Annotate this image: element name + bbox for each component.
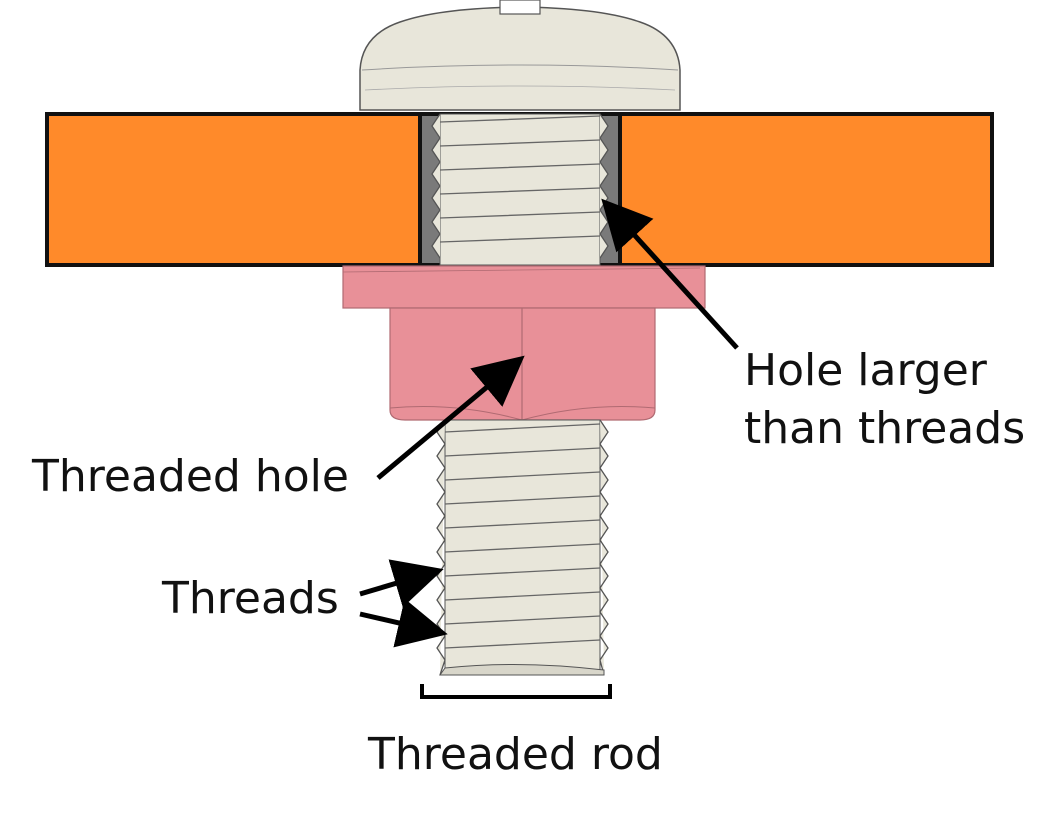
label-hole-larger: Hole larger than threads: [744, 342, 1025, 458]
screw-shaft-upper: [431, 113, 609, 266]
arrow-threaded-hole: [376, 355, 525, 480]
arrow-threads-lower: [359, 598, 448, 648]
label-threads: Threads: [162, 573, 339, 624]
threaded-rod-bracket: [420, 684, 612, 699]
label-threaded-hole: Threaded hole: [32, 451, 349, 502]
hex-nut: [389, 307, 656, 421]
nut-flange: [342, 265, 706, 309]
label-threaded-rod: Threaded rod: [368, 729, 663, 780]
label-hole-larger-line1: Hole larger: [744, 345, 987, 396]
arrow-hole-larger: [601, 198, 739, 350]
threaded-rod: [436, 419, 609, 676]
label-hole-larger-line2: than threads: [744, 403, 1026, 454]
arrow-threads-upper: [359, 559, 444, 608]
screw-slot: [499, 0, 541, 15]
screw-head: [359, 0, 681, 111]
